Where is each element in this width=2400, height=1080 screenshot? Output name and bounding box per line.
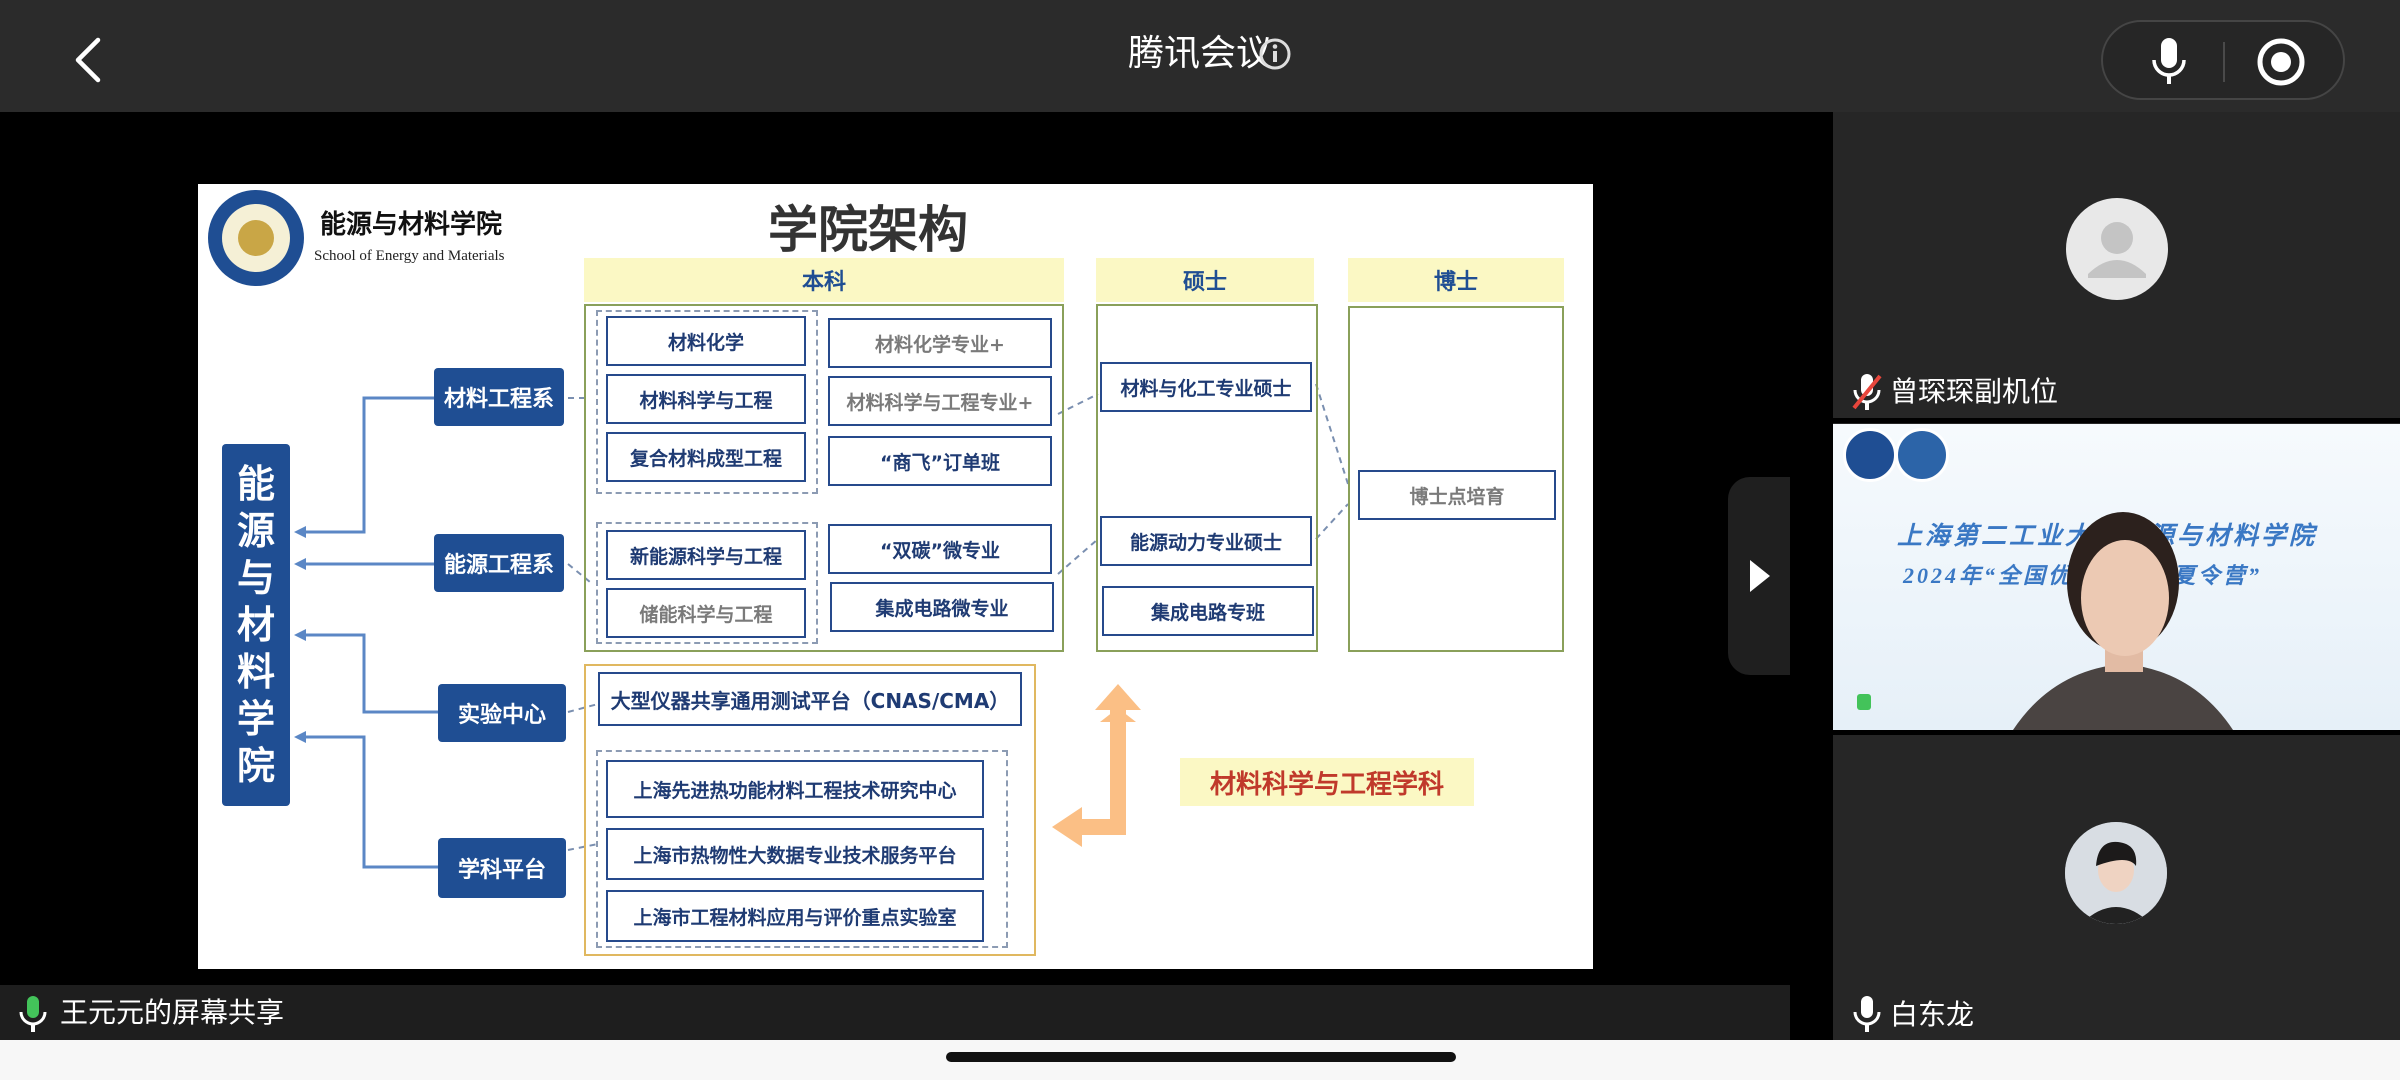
dept-lab-center: 实验中心 [438, 684, 566, 742]
master-item: 能源动力专业硕士 [1100, 516, 1312, 566]
phd-item: 博士点培育 [1358, 470, 1556, 520]
participant-avatar[interactable] [2065, 822, 2167, 924]
dashed-group-platforms [596, 750, 1008, 948]
school-logo [1895, 428, 1949, 482]
panel-divider [1833, 730, 2400, 735]
presentation-slide: 能源与材料学院 School of Energy and Materials 学… [198, 184, 1593, 969]
ug-item: 材料化学 [606, 316, 806, 366]
platform-item: 上海市热物性大数据专业技术服务平台 [606, 828, 984, 880]
participant-video[interactable]: 上海第二工业大学能源与材料学院 2024年“全国优秀大学生夏令营” [1833, 424, 2400, 730]
microphone-active-icon [16, 994, 50, 1034]
participant-avatar[interactable] [2066, 198, 2168, 300]
record-icon[interactable] [2255, 36, 2307, 88]
ug-plus-item: 材料化学专业+ [828, 318, 1052, 368]
platform-item: 上海先进热功能材料工程技术研究中心 [606, 760, 984, 818]
dept-discipline-platform: 学科平台 [438, 838, 566, 898]
discipline-label: 材料科学与工程学科 [1180, 758, 1474, 806]
ug-item: 材料科学与工程 [606, 374, 806, 424]
microphone-icon[interactable] [2135, 34, 2203, 88]
school-logo [1843, 428, 1897, 482]
master-item: 材料与化工专业硕士 [1100, 362, 1312, 412]
microphone-icon [1850, 994, 1884, 1034]
ug-plus-item: 集成电路微专业 [830, 582, 1054, 632]
lab-platform: 大型仪器共享通用测试平台（CNAS/CMA） [598, 672, 1022, 726]
dept-energy: 能源工程系 [434, 534, 564, 592]
header-master: 硕士 [1096, 258, 1314, 302]
master-item: 集成电路专班 [1102, 586, 1314, 636]
header-undergrad: 本科 [584, 258, 1064, 302]
ug-item: 复合材料成型工程 [606, 432, 806, 482]
screen-share-label: 王元元的屏幕共享 [60, 996, 285, 1029]
ug-plus-item: “双碳”微专业 [828, 524, 1052, 574]
speaking-indicator-icon [1857, 694, 1871, 710]
phd-frame [1348, 306, 1564, 652]
slide-connectors [294, 383, 1349, 869]
slide-title: 学院架构 [768, 201, 968, 259]
screen-share-bar [0, 985, 1790, 1040]
meeting-title: 腾讯会议 [1127, 33, 1272, 74]
undergrad-frame [584, 304, 1064, 652]
school-name: 能源与材料学院 [320, 210, 503, 240]
school-name-en: School of Energy and Materials [314, 248, 505, 264]
master-frame [1096, 304, 1318, 652]
home-indicator[interactable] [946, 1052, 1456, 1062]
participant-name: 白东龙 [1890, 998, 1975, 1031]
ug-item: 储能科学与工程 [606, 588, 806, 638]
dashed-group-energy [596, 522, 818, 644]
back-arrow-icon[interactable] [60, 30, 120, 90]
school-logo [208, 190, 304, 286]
top-bar [0, 0, 2400, 112]
microphone-muted-icon [1850, 372, 1884, 412]
speaker-figure [2013, 512, 2233, 730]
info-icon[interactable] [1258, 37, 1292, 71]
dept-materials: 材料工程系 [434, 368, 564, 426]
dashed-group-materials [596, 310, 818, 494]
ug-plus-item: “商飞”订单班 [828, 436, 1052, 486]
panel-divider [1833, 418, 2400, 423]
college-root-box: 能源与材料学院 [222, 444, 290, 806]
platform-item: 上海市工程材料应用与评价重点实验室 [606, 890, 984, 942]
ug-plus-item: 材料科学与工程专业+ [828, 376, 1052, 426]
panel-toggle-button[interactable] [1728, 477, 1790, 675]
participant-name: 曾琛琛副机位 [1890, 375, 2059, 408]
ug-item: 新能源科学与工程 [606, 530, 806, 580]
lab-frame [584, 664, 1036, 956]
header-phd: 博士 [1348, 258, 1564, 302]
